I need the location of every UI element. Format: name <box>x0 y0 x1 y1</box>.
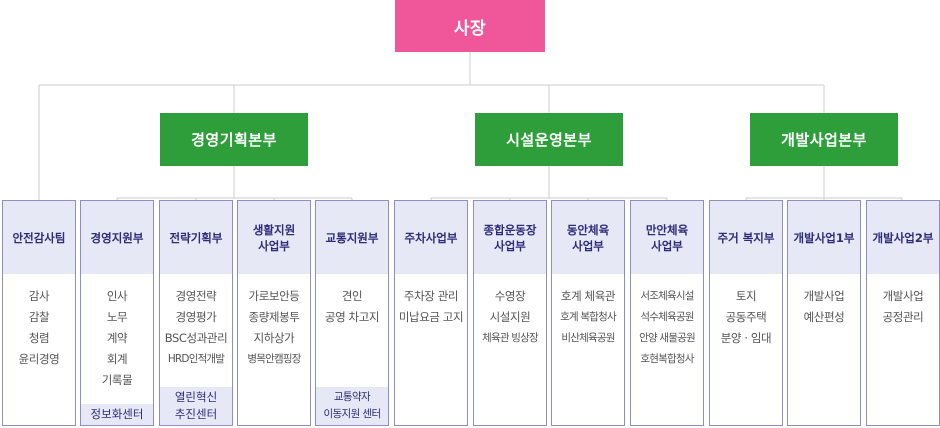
department-item: 체육관 빙상장 <box>482 332 538 344</box>
department-item: 호계 복합청사 <box>560 311 616 323</box>
department-item: 서조체육시설 <box>640 290 694 302</box>
department-item: 분양 · 임대 <box>720 331 772 345</box>
department-name: 안전감사팀 <box>3 201 75 274</box>
department-item: 감사 <box>28 289 50 303</box>
department-item: 견인 <box>341 289 363 303</box>
department-item: 수영장 <box>494 289 526 303</box>
department-item: 개발사업 <box>882 289 924 303</box>
affiliated-center: 열린혁신 추진센터 <box>160 387 232 425</box>
department-name: 주차사업부 <box>395 201 467 274</box>
department-name: 생활지원 사업부 <box>238 201 310 274</box>
division-development: 개발사업본부 <box>750 113 898 166</box>
affiliated-center: 정보화센터 <box>81 404 153 425</box>
department-item: 미납요금 고지 <box>398 310 464 324</box>
department-name: 종합운동장 사업부 <box>474 201 546 274</box>
division-label: 경영기획본부 <box>191 131 277 149</box>
ceo-label: 사장 <box>453 18 487 39</box>
department-name: 동안체육 사업부 <box>552 201 624 274</box>
division-management-planning: 경영기획본부 <box>160 113 308 166</box>
department-item: 계약 <box>106 331 128 345</box>
department-item: 지하상가 <box>253 331 295 345</box>
department-item: 토지 <box>735 289 757 303</box>
department-name: 주거 복지부 <box>710 201 782 274</box>
department-item: 윤리경영 <box>18 352 60 366</box>
affiliated-center: 교통약자 이동지원 센터 <box>316 387 388 425</box>
department-item: 시설지원 <box>489 310 531 324</box>
department-item: 경영평가 <box>175 310 217 324</box>
division-label: 시설운영본부 <box>506 131 592 149</box>
ceo-box: 사장 <box>395 0 545 52</box>
department-item: 석수체육공원 <box>640 311 694 323</box>
department-item: 청렴 <box>28 331 50 345</box>
department-item: 호계 체육관 <box>560 289 616 303</box>
department-item: HRD인적개발 <box>167 353 225 365</box>
department-item: 비산체육공원 <box>561 332 615 344</box>
department-name: 전략기획부 <box>160 201 232 274</box>
department-item: 회계 <box>106 352 128 366</box>
department-name: 개발사업2부 <box>867 201 939 274</box>
department-item: 인사 <box>106 289 128 303</box>
department-name: 개발사업1부 <box>788 201 860 274</box>
department-item: 병목안캠핑장 <box>247 353 301 365</box>
department-item: 공정관리 <box>882 310 924 324</box>
department-item: 노무 <box>106 310 128 324</box>
department-item: 예산편성 <box>803 310 845 324</box>
division-facility-operations: 시설운영본부 <box>475 113 623 166</box>
department-name: 경영지원부 <box>81 201 153 274</box>
department-item: 경영전략 <box>175 289 217 303</box>
department-name: 만안체육 사업부 <box>631 201 703 274</box>
department-item: 호현복합청사 <box>640 353 694 365</box>
division-label: 개발사업본부 <box>781 131 867 149</box>
department-item: 공동주택 <box>725 310 767 324</box>
department-item: 개발사업 <box>803 289 845 303</box>
department-item: 감찰 <box>28 310 50 324</box>
department-item: 가로보안등 <box>248 289 300 303</box>
department-item: 종량제봉투 <box>248 310 300 324</box>
department-item: 주차장 관리 <box>403 289 459 303</box>
department-item: 공영 차고지 <box>324 310 380 324</box>
department-name: 교통지원부 <box>316 201 388 274</box>
department-item: BSC성과관리 <box>164 331 228 345</box>
department-item: 기록물 <box>101 373 133 387</box>
department-item: 안양 새물공원 <box>639 332 695 344</box>
